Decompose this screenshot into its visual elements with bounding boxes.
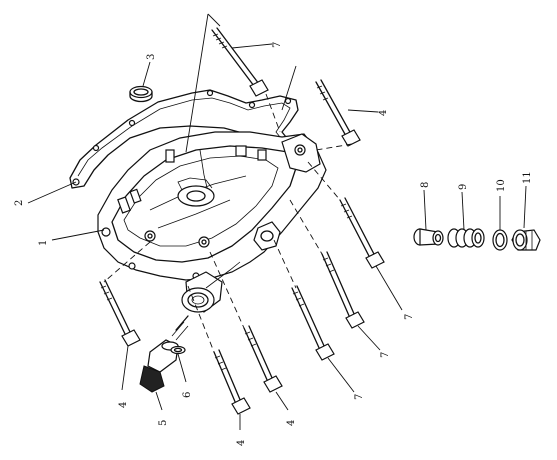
bolt-far-left <box>99 279 141 347</box>
callout-7-top: 7 <box>272 42 283 48</box>
callout-1: 1 <box>38 240 49 246</box>
bolt-lower-center <box>243 325 283 393</box>
callout-4-left: 4 <box>118 402 129 408</box>
bolt-right-1 <box>339 197 385 269</box>
bolt-right-2 <box>321 251 365 329</box>
bolt-lower-left <box>213 349 251 415</box>
bolt-right-3 <box>291 285 335 361</box>
callout-11: 11 <box>522 171 533 184</box>
callout-9: 9 <box>458 184 469 190</box>
callout-7-right-3: 7 <box>354 394 365 400</box>
o-ring-seal <box>129 85 153 103</box>
callout-10: 10 <box>496 179 507 192</box>
callout-7-right-2: 7 <box>380 352 391 358</box>
washer-part-10 <box>492 229 508 251</box>
callout-7-right-1: 7 <box>404 314 415 320</box>
callout-4-bottom: 4 <box>236 440 247 446</box>
callout-8: 8 <box>420 182 431 188</box>
crankcase-cover <box>97 131 327 313</box>
bushing-part-8 <box>413 228 444 246</box>
dipstick-plug <box>139 315 189 393</box>
spring-part-9 <box>447 228 485 248</box>
sealing-washer <box>170 345 186 355</box>
callout-labels: 2 1 3 7 4 8 9 10 11 7 7 7 4 5 6 4 4 <box>14 42 533 446</box>
callout-4-lower-right: 4 <box>286 420 297 426</box>
long-bolt-top <box>211 27 269 97</box>
callout-4-top: 4 <box>378 110 389 116</box>
nut-part-11 <box>511 229 541 251</box>
callout-2: 2 <box>14 200 25 206</box>
alignment-lines <box>103 93 353 353</box>
leader-lines <box>27 13 527 430</box>
callout-6: 6 <box>182 392 193 398</box>
callout-3: 3 <box>146 54 157 60</box>
bolt-right-upper <box>315 79 361 147</box>
callout-5: 5 <box>158 420 169 426</box>
